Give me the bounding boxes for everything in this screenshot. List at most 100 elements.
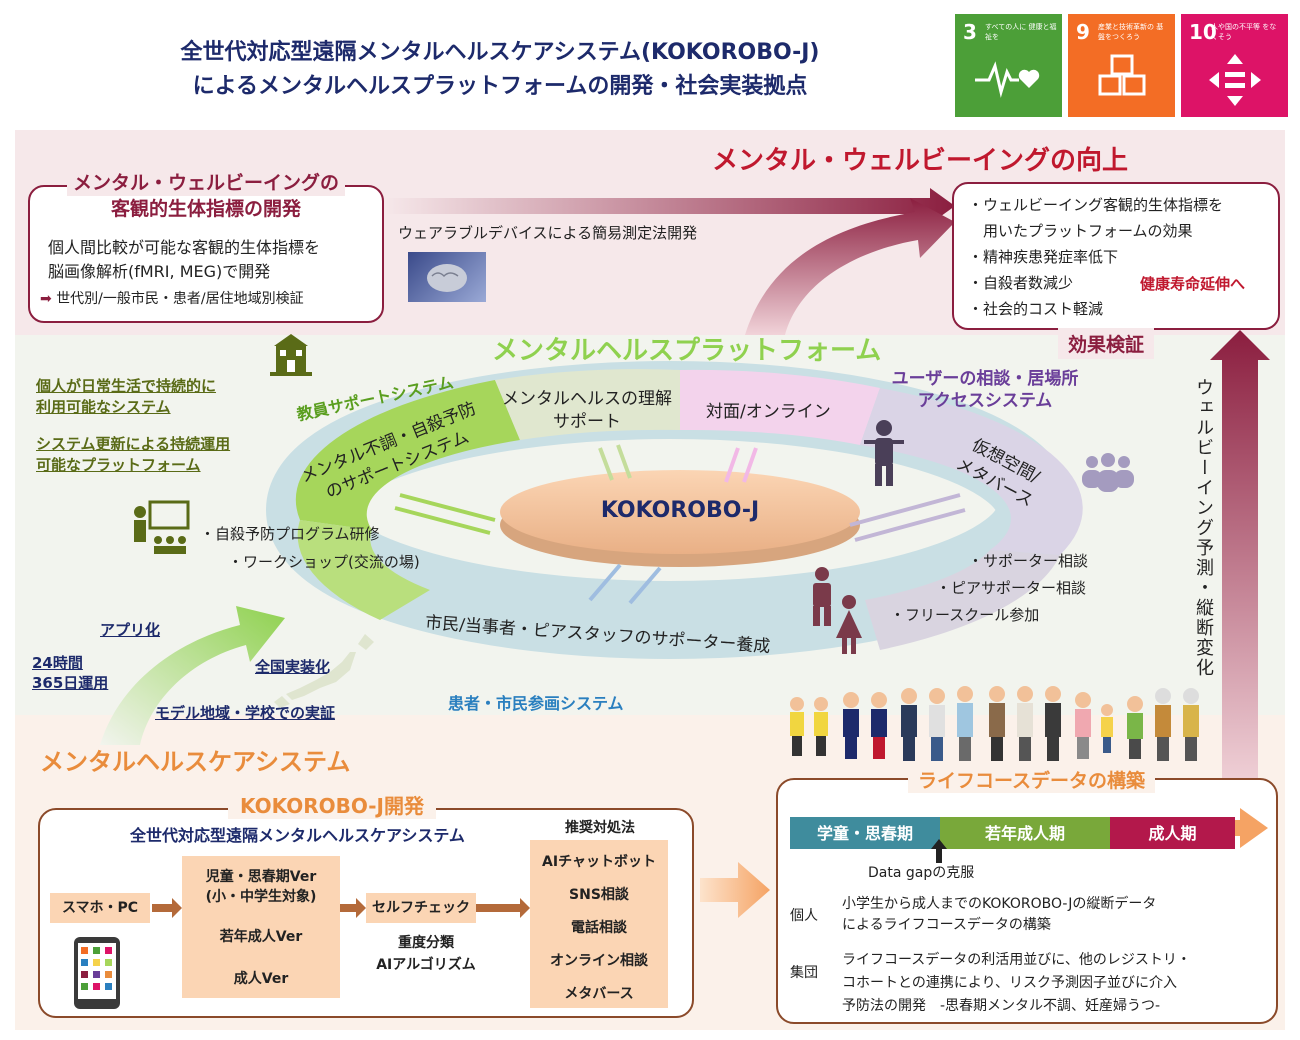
user-item-1: ・サポーター相談 — [968, 552, 1089, 570]
dev-title: KOKOROBO-J開発 — [228, 790, 436, 819]
ring-segment-pink — [680, 369, 880, 445]
user-access-label: ユーザーの相談・居場所 アクセスシステム — [880, 368, 1090, 412]
brain-icon — [427, 264, 467, 292]
heartbeat-icon — [975, 61, 1040, 98]
page-title: 全世代対応型遠隔メンタルヘルスケアシステム(KOKOROBO-J) によるメンタ… — [60, 36, 940, 104]
group-icon — [1082, 453, 1134, 492]
effects-item-3: ・精神疾患発症率低下 — [968, 248, 1119, 266]
person-woman-icon — [836, 595, 862, 654]
deploy-hours-label: 24時間 365日運用 — [32, 653, 108, 693]
dev-subtitle: 全世代対応型遠隔メンタルヘルスケアシステム — [130, 826, 465, 845]
person-man-icon — [813, 567, 831, 626]
effects-item-1: ・ウェルビーイング客観的生体指標を — [968, 196, 1224, 214]
biomarker-line-1: 個人間比較が可能な客観的生体指標を — [48, 238, 321, 257]
up-arrow-icon — [931, 839, 947, 863]
top-arrow — [385, 188, 955, 224]
vertical-arrow — [1210, 330, 1270, 790]
left-note-1: 個人が日常生活で持続的に — [36, 377, 217, 395]
biomarker-line-2: 脳画像解析(fMRI, MEG)で開発 — [48, 262, 271, 281]
left-notes: 個人が日常生活で持続的に 利用可能なシステム システム更新による持続運用 可能な… — [36, 376, 230, 476]
teacher-icon — [134, 500, 190, 554]
platform-title: メンタルヘルスプラットフォーム — [492, 336, 882, 366]
user-item-3: ・フリースクール参加 — [890, 606, 1040, 624]
stage-adult: 成人期 — [1148, 824, 1197, 843]
sdg-9-text: 産業と技術革新の 基盤をつくろう — [1098, 23, 1164, 41]
ai-algo-text: AIアルゴリズム — [376, 957, 476, 973]
teacher-items: ・自殺予防プログラム研修 ・ワークショップ(交流の場) — [200, 520, 420, 576]
effects-item-5: ・社会的コスト軽減 — [968, 300, 1104, 318]
ring-segment-purple-lower — [865, 550, 1060, 650]
verify-label: 効果検証 — [1058, 328, 1155, 359]
deploy-model-label: モデル地域・学校での実証 — [155, 704, 336, 722]
group-text: ライフコースデータの利活用並びに、他のレジストリ・ コホートとの連携により、リス… — [842, 949, 1191, 1018]
sdg-10-number: 10 — [1189, 20, 1217, 44]
green-curved-arrow — [100, 606, 285, 745]
orange-arrow — [700, 862, 770, 918]
device-box: スマホ・PC — [50, 893, 150, 923]
brain-image — [408, 252, 486, 302]
user-item-2: ・ピアサポーター相談 — [936, 579, 1087, 597]
user-items: ・サポーター相談 ・ピアサポーター相談 ・フリースクール参加 — [890, 548, 1088, 629]
title-line-1: 全世代対応型遠隔メンタルヘルスケアシステム(KOKOROBO-J) — [180, 40, 820, 65]
smartphone-icon — [74, 937, 120, 1009]
group-line-3: 予防法の開発 -思春期メンタル不調、妊産婦うつ- — [842, 998, 1161, 1014]
sdg-10-tile: 10 人や国の不平等 をなくそう — [1181, 14, 1288, 117]
ring-top-line-2: サポート — [553, 412, 621, 432]
ring-top-line-1: メンタルヘルスの理解 — [502, 389, 672, 409]
biomarker-desc: 個人間比較が可能な客観的生体指標を 脳画像解析(fMRI, MEG)で開発 — [48, 236, 320, 284]
deploy-hours-2: 365日運用 — [32, 674, 109, 692]
deploy-hours-1: 24時間 — [32, 654, 83, 672]
deploy-national-label: 全国実装化 — [255, 658, 331, 676]
ring-segment-top — [495, 369, 680, 440]
wellbeing-prediction-label: ウェルビーイング予測・縦断変化 — [1193, 378, 1214, 678]
biomarker-title-2: 客観的生体指標の開発 — [110, 198, 301, 220]
ring-segment-green — [295, 380, 520, 530]
individual-label: 個人 — [790, 908, 818, 924]
recommend-metaverse: メタバース — [564, 986, 634, 1002]
ring-pink-text: 対面/オンライン — [706, 402, 831, 422]
sdg-9-number: 9 — [1076, 20, 1090, 44]
data-gap-text: Data gapの克服 — [868, 865, 975, 881]
individual-line-1: 小学生から成人までのKOKOROBO-Jの縦断データ — [842, 896, 1157, 912]
sdg-3-tile: 3 すべての人に 健康と福祉を — [955, 14, 1062, 117]
biomarker-line-3: 世代別/一般市民・患者/居住地域別検証 — [56, 291, 304, 307]
recommend-box: AIチャットボット SNS相談 電話相談 オンライン相談 メタバース — [530, 840, 668, 1008]
recommend-title: 推奨対処法 — [565, 820, 635, 836]
teacher-item-1: ・自殺予防プログラム研修 — [200, 525, 380, 543]
sdg-10-text: 人や国の不平等 をなくそう — [1211, 23, 1277, 41]
ai-algorithm-text: 重度分類 AIアルゴリズム — [366, 932, 486, 976]
sdg-3-number: 3 — [963, 20, 977, 44]
group-line-2: コホートとの連携により、リスク予測因子並びに介入 — [842, 975, 1178, 991]
sdg-3-text: すべての人に 健康と福祉を — [985, 23, 1057, 41]
school-icon — [270, 334, 312, 376]
stage-young-adult: 若年成人期 — [984, 824, 1065, 843]
sdg-9-tile: 9 産業と技術革新の 基盤をつくろう — [1068, 14, 1175, 117]
center-disc — [500, 470, 860, 554]
title-line-2: によるメンタルヘルスプラットフォームの開発・社会実装拠点 — [192, 74, 808, 99]
version-child: 児童・思春期Ver — [205, 869, 317, 885]
healthy-life-text: 健康寿命延伸へ — [1140, 275, 1246, 293]
left-note-3: システム更新による持続運用 — [36, 435, 231, 453]
versions-box: 児童・思春期Ver (小・中学生対象) 若年成人Ver 成人Ver — [182, 856, 340, 998]
group-label: 集団 — [790, 965, 818, 981]
care-system-title: メンタルヘルスケアシステム — [40, 748, 351, 776]
selfcheck-box[interactable]: セルフチェック — [366, 893, 476, 923]
dev-flow-arrows — [152, 898, 530, 918]
arrow-right-icon: ➡ — [40, 291, 52, 307]
recommend-phone: 電話相談 — [571, 920, 627, 936]
cubes-icon — [1098, 54, 1146, 96]
stage-school: 学童・思春期 — [816, 824, 913, 843]
wellbeing-heading: メンタル・ウェルビーイングの向上 — [712, 146, 1129, 176]
effects-item-4: ・自殺者数減少 — [968, 274, 1074, 292]
biomarker-title: メンタル・ウェルビーイングの 客観的生体指標の開発 — [40, 170, 372, 222]
biomarker-verify-row: ➡ 世代別/一般市民・患者/居住地域別検証 — [40, 288, 304, 308]
effects-item-2: 用いたプラットフォームの効果 — [968, 222, 1193, 240]
version-adult: 成人Ver — [233, 971, 289, 987]
effects-list: ・ウェルビーイング客観的生体指標を 用いたプラットフォームの効果 ・精神疾患発症… — [968, 192, 1223, 322]
recommend-online: オンライン相談 — [550, 953, 648, 969]
ring-segment-green-lower — [297, 520, 430, 620]
recommend-sns: SNS相談 — [569, 887, 629, 903]
people-illustration — [790, 686, 1199, 761]
wearable-text: ウェアラブルデバイスによる簡易測定法開発 — [398, 224, 698, 242]
